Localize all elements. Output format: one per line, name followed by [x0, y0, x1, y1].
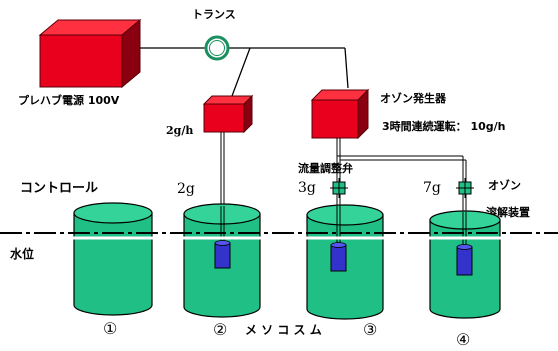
- tank-4-dose: 7g: [423, 180, 441, 196]
- flow-valve-3: [330, 178, 348, 198]
- power-wiring: [140, 47, 349, 97]
- power-supply-box: [38, 18, 142, 89]
- ozone-label: オゾン: [488, 178, 521, 192]
- tank-1-number: ①: [103, 319, 117, 338]
- tank-3-dose: 3g: [298, 180, 316, 196]
- tank-1: [73, 202, 153, 316]
- dissolver-label: 溶解装置: [486, 205, 530, 219]
- tank-2-dose: 2g: [177, 181, 195, 197]
- dissolver-tank-2: [214, 240, 231, 269]
- tank-3-number: ③: [363, 320, 377, 339]
- small-generator-rate: 2g/h: [166, 124, 193, 137]
- operation-label: 3時間連続運転： 10g/h: [382, 119, 506, 133]
- mesocosm-label: メ ソ コ ス ム: [245, 323, 322, 337]
- control-label: コントロール: [20, 181, 98, 196]
- transformer-label: トランス: [192, 8, 236, 21]
- power-supply-label: プレハブ電源 100V: [18, 93, 120, 107]
- flow-valve-4: [456, 178, 474, 198]
- water-level-line: [0, 232, 558, 240]
- tank-2-number: ②: [213, 320, 227, 339]
- small-ozone-generator: [202, 94, 254, 134]
- large-ozone-generator: [310, 88, 370, 140]
- dissolver-tank-4: [456, 244, 473, 276]
- ozone-generator-label: オゾン発生器: [380, 91, 447, 105]
- tank-4-number: ④: [456, 330, 470, 349]
- flow-valve-label: 流量調整弁: [298, 161, 353, 175]
- dissolver-tank-3: [330, 242, 347, 272]
- water-level-label: 水位: [10, 246, 34, 261]
- transformer-icon: [204, 35, 230, 61]
